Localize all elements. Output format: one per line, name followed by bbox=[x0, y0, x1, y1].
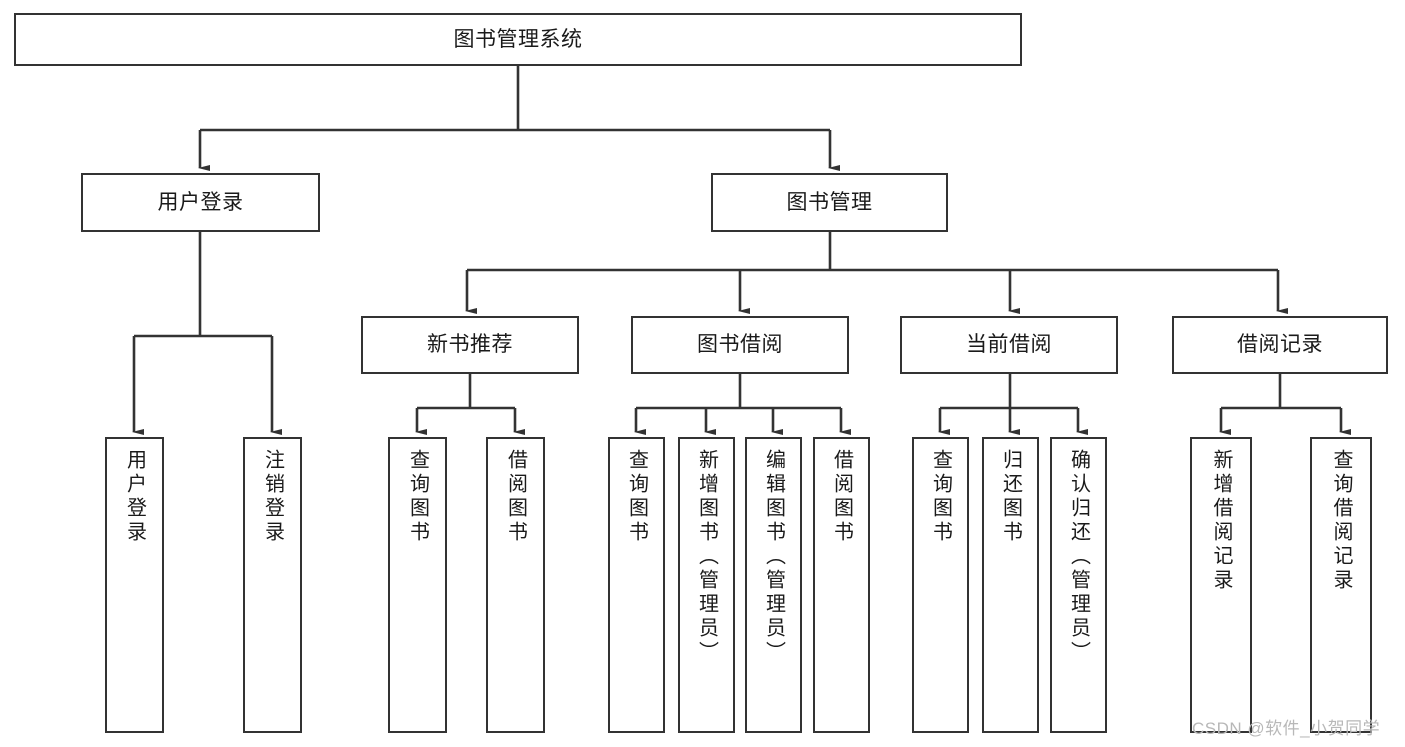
node-book-borrow-label: 图书借阅 bbox=[697, 333, 783, 357]
leaf-logout[interactable]: 注销登录 bbox=[243, 437, 302, 733]
node-book-management[interactable]: 图书管理 bbox=[711, 173, 948, 232]
leaf-confirm-return-admin[interactable]: 确认归还（管理员） bbox=[1050, 437, 1107, 733]
node-current-borrow-label: 当前借阅 bbox=[966, 333, 1052, 357]
leaf-query-borrow-record[interactable]: 查询借阅记录 bbox=[1310, 437, 1372, 733]
leaf-logout-label: 注销登录 bbox=[261, 449, 284, 545]
leaf-query-borrow-record-label: 查询借阅记录 bbox=[1330, 449, 1352, 593]
leaf-user-login[interactable]: 用户登录 bbox=[105, 437, 164, 733]
leaf-edit-book-admin[interactable]: 编辑图书（管理员） bbox=[745, 437, 802, 733]
node-current-borrow[interactable]: 当前借阅 bbox=[900, 316, 1118, 374]
node-root-label: 图书管理系统 bbox=[453, 27, 583, 51]
node-new-book-recommend[interactable]: 新书推荐 bbox=[361, 316, 579, 374]
leaf-query-book-newbook-label: 查询图书 bbox=[406, 449, 429, 545]
leaf-add-borrow-record-label: 新增借阅记录 bbox=[1210, 449, 1232, 593]
leaf-query-book-newbook[interactable]: 查询图书 bbox=[388, 437, 447, 733]
leaf-borrow-book-newbook[interactable]: 借阅图书 bbox=[486, 437, 545, 733]
node-user-login[interactable]: 用户登录 bbox=[81, 173, 320, 232]
leaf-query-book-borrow[interactable]: 查询图书 bbox=[608, 437, 665, 733]
node-borrow-record[interactable]: 借阅记录 bbox=[1172, 316, 1388, 374]
node-borrow-record-label: 借阅记录 bbox=[1237, 333, 1323, 357]
leaf-borrow-book-newbook-label: 借阅图书 bbox=[504, 449, 527, 545]
leaf-borrow-book[interactable]: 借阅图书 bbox=[813, 437, 870, 733]
node-root[interactable]: 图书管理系统 bbox=[14, 13, 1022, 66]
leaf-edit-book-admin-label: 编辑图书（管理员） bbox=[762, 449, 785, 665]
csdn-watermark: CSDN @软件_小贺同学 bbox=[1192, 719, 1381, 738]
leaf-user-login-label: 用户登录 bbox=[123, 449, 146, 545]
leaf-return-book[interactable]: 归还图书 bbox=[982, 437, 1039, 733]
leaf-add-book-admin-label: 新增图书（管理员） bbox=[695, 449, 718, 665]
leaf-borrow-book-label: 借阅图书 bbox=[830, 449, 853, 545]
leaf-query-book-borrow-label: 查询图书 bbox=[625, 449, 648, 545]
node-book-borrow[interactable]: 图书借阅 bbox=[631, 316, 849, 374]
leaf-return-book-label: 归还图书 bbox=[999, 449, 1022, 545]
node-book-management-label: 图书管理 bbox=[786, 190, 873, 214]
node-new-book-recommend-label: 新书推荐 bbox=[427, 333, 513, 357]
node-user-login-label: 用户登录 bbox=[157, 190, 244, 214]
leaf-query-book-current[interactable]: 查询图书 bbox=[912, 437, 969, 733]
leaf-confirm-return-admin-label: 确认归还（管理员） bbox=[1067, 449, 1090, 665]
leaf-query-book-current-label: 查询图书 bbox=[929, 449, 952, 545]
leaf-add-book-admin[interactable]: 新增图书（管理员） bbox=[678, 437, 735, 733]
leaf-add-borrow-record[interactable]: 新增借阅记录 bbox=[1190, 437, 1252, 733]
